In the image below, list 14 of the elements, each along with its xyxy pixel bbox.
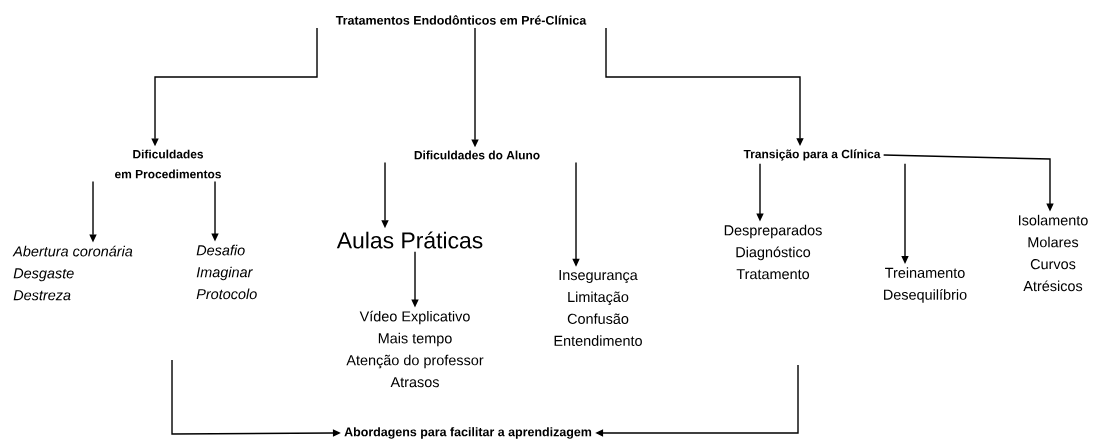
term-list: Desafio Imaginar Protocolo	[196, 244, 257, 300]
term-list: Treinamento Desequilíbrio	[884, 267, 967, 303]
arrow	[901, 163, 909, 264]
term-list: Vídeo Explicativo Mais tempo Atenção do professor Atrasos	[346, 310, 484, 388]
term-list: Abertura coronária Desgaste Destreza	[12, 245, 133, 301]
term-list: Insegurança Limitação Confusão Entendimento	[554, 270, 642, 346]
heading: Dificuldades em Procedimentos	[115, 149, 221, 179]
subheading: Aulas Práticas	[336, 231, 483, 249]
term-list: Isolamento Molares Curvos Atrésicos	[1019, 214, 1088, 292]
heading: Tratamentos Endodônticos em Pré-Clínica	[335, 15, 587, 25]
term-list: Despreparados Diagnóstico Tratamento	[724, 224, 822, 280]
heading: Transição para a Clínica	[743, 149, 881, 161]
heading: Abordagens para facilitar a aprendizagem	[344, 427, 592, 439]
heading: Dificuldades do Aluno	[414, 150, 540, 160]
